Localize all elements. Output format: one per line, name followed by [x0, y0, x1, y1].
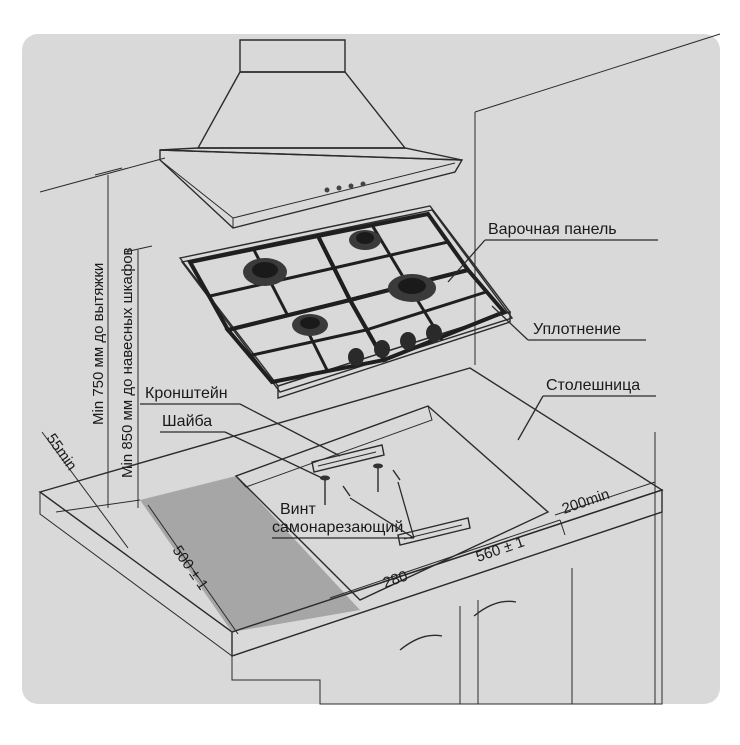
side-min-dimline — [554, 481, 656, 516]
screw-label-line1: Винт — [280, 501, 316, 518]
washer-leader — [224, 431, 323, 479]
hood-button-icon — [360, 181, 366, 187]
cabinet-handle — [473, 600, 517, 617]
control-knob-icon — [348, 348, 364, 366]
screw-leader — [397, 481, 415, 539]
countertop-label: Столешница — [546, 377, 640, 394]
base-cabinet — [231, 511, 663, 705]
countertop-leader — [517, 395, 544, 441]
burner-icon — [388, 274, 436, 302]
front-min-dimline — [41, 431, 129, 549]
control-knob-icon — [426, 324, 442, 342]
hob-label: Варочная панель — [488, 221, 617, 238]
control-knob-icon — [400, 332, 416, 350]
bracket-label: Кронштейн — [145, 385, 228, 402]
cabinet-clearance-text: Min 850 мм до навесных шкафов — [119, 247, 136, 478]
screw-icon — [320, 463, 401, 505]
hood-front-face — [159, 149, 464, 229]
burner-icon — [243, 258, 287, 286]
burner-icon — [292, 314, 328, 336]
hob-frame-shadow — [180, 209, 514, 393]
cabinet-handle — [399, 634, 443, 651]
hood-clearance-text: Min 750 мм до вытяжки — [90, 263, 107, 425]
depth-dimline — [147, 504, 239, 635]
seal-label: Уплотнение — [533, 321, 621, 338]
hood-button-icon — [336, 185, 342, 191]
wall-left-line — [39, 157, 166, 193]
hob-leader — [447, 239, 486, 283]
screw-label-line2: самонарезающий — [272, 519, 403, 536]
bracket-leader — [239, 403, 341, 457]
countertop — [38, 367, 664, 657]
seal-leader — [491, 305, 529, 341]
screw-leader — [349, 497, 415, 539]
burner-icon — [349, 230, 381, 250]
gas-hob — [178, 205, 514, 399]
hood-button-icon — [324, 187, 330, 193]
width-dimline — [329, 519, 561, 599]
bracket-icon — [311, 444, 385, 473]
hood-button-icon — [348, 183, 354, 189]
wall-top-line — [474, 33, 721, 113]
washer-label: Шайба — [162, 413, 212, 430]
cooker-hood — [159, 39, 464, 229]
control-knob-icon — [374, 340, 390, 358]
